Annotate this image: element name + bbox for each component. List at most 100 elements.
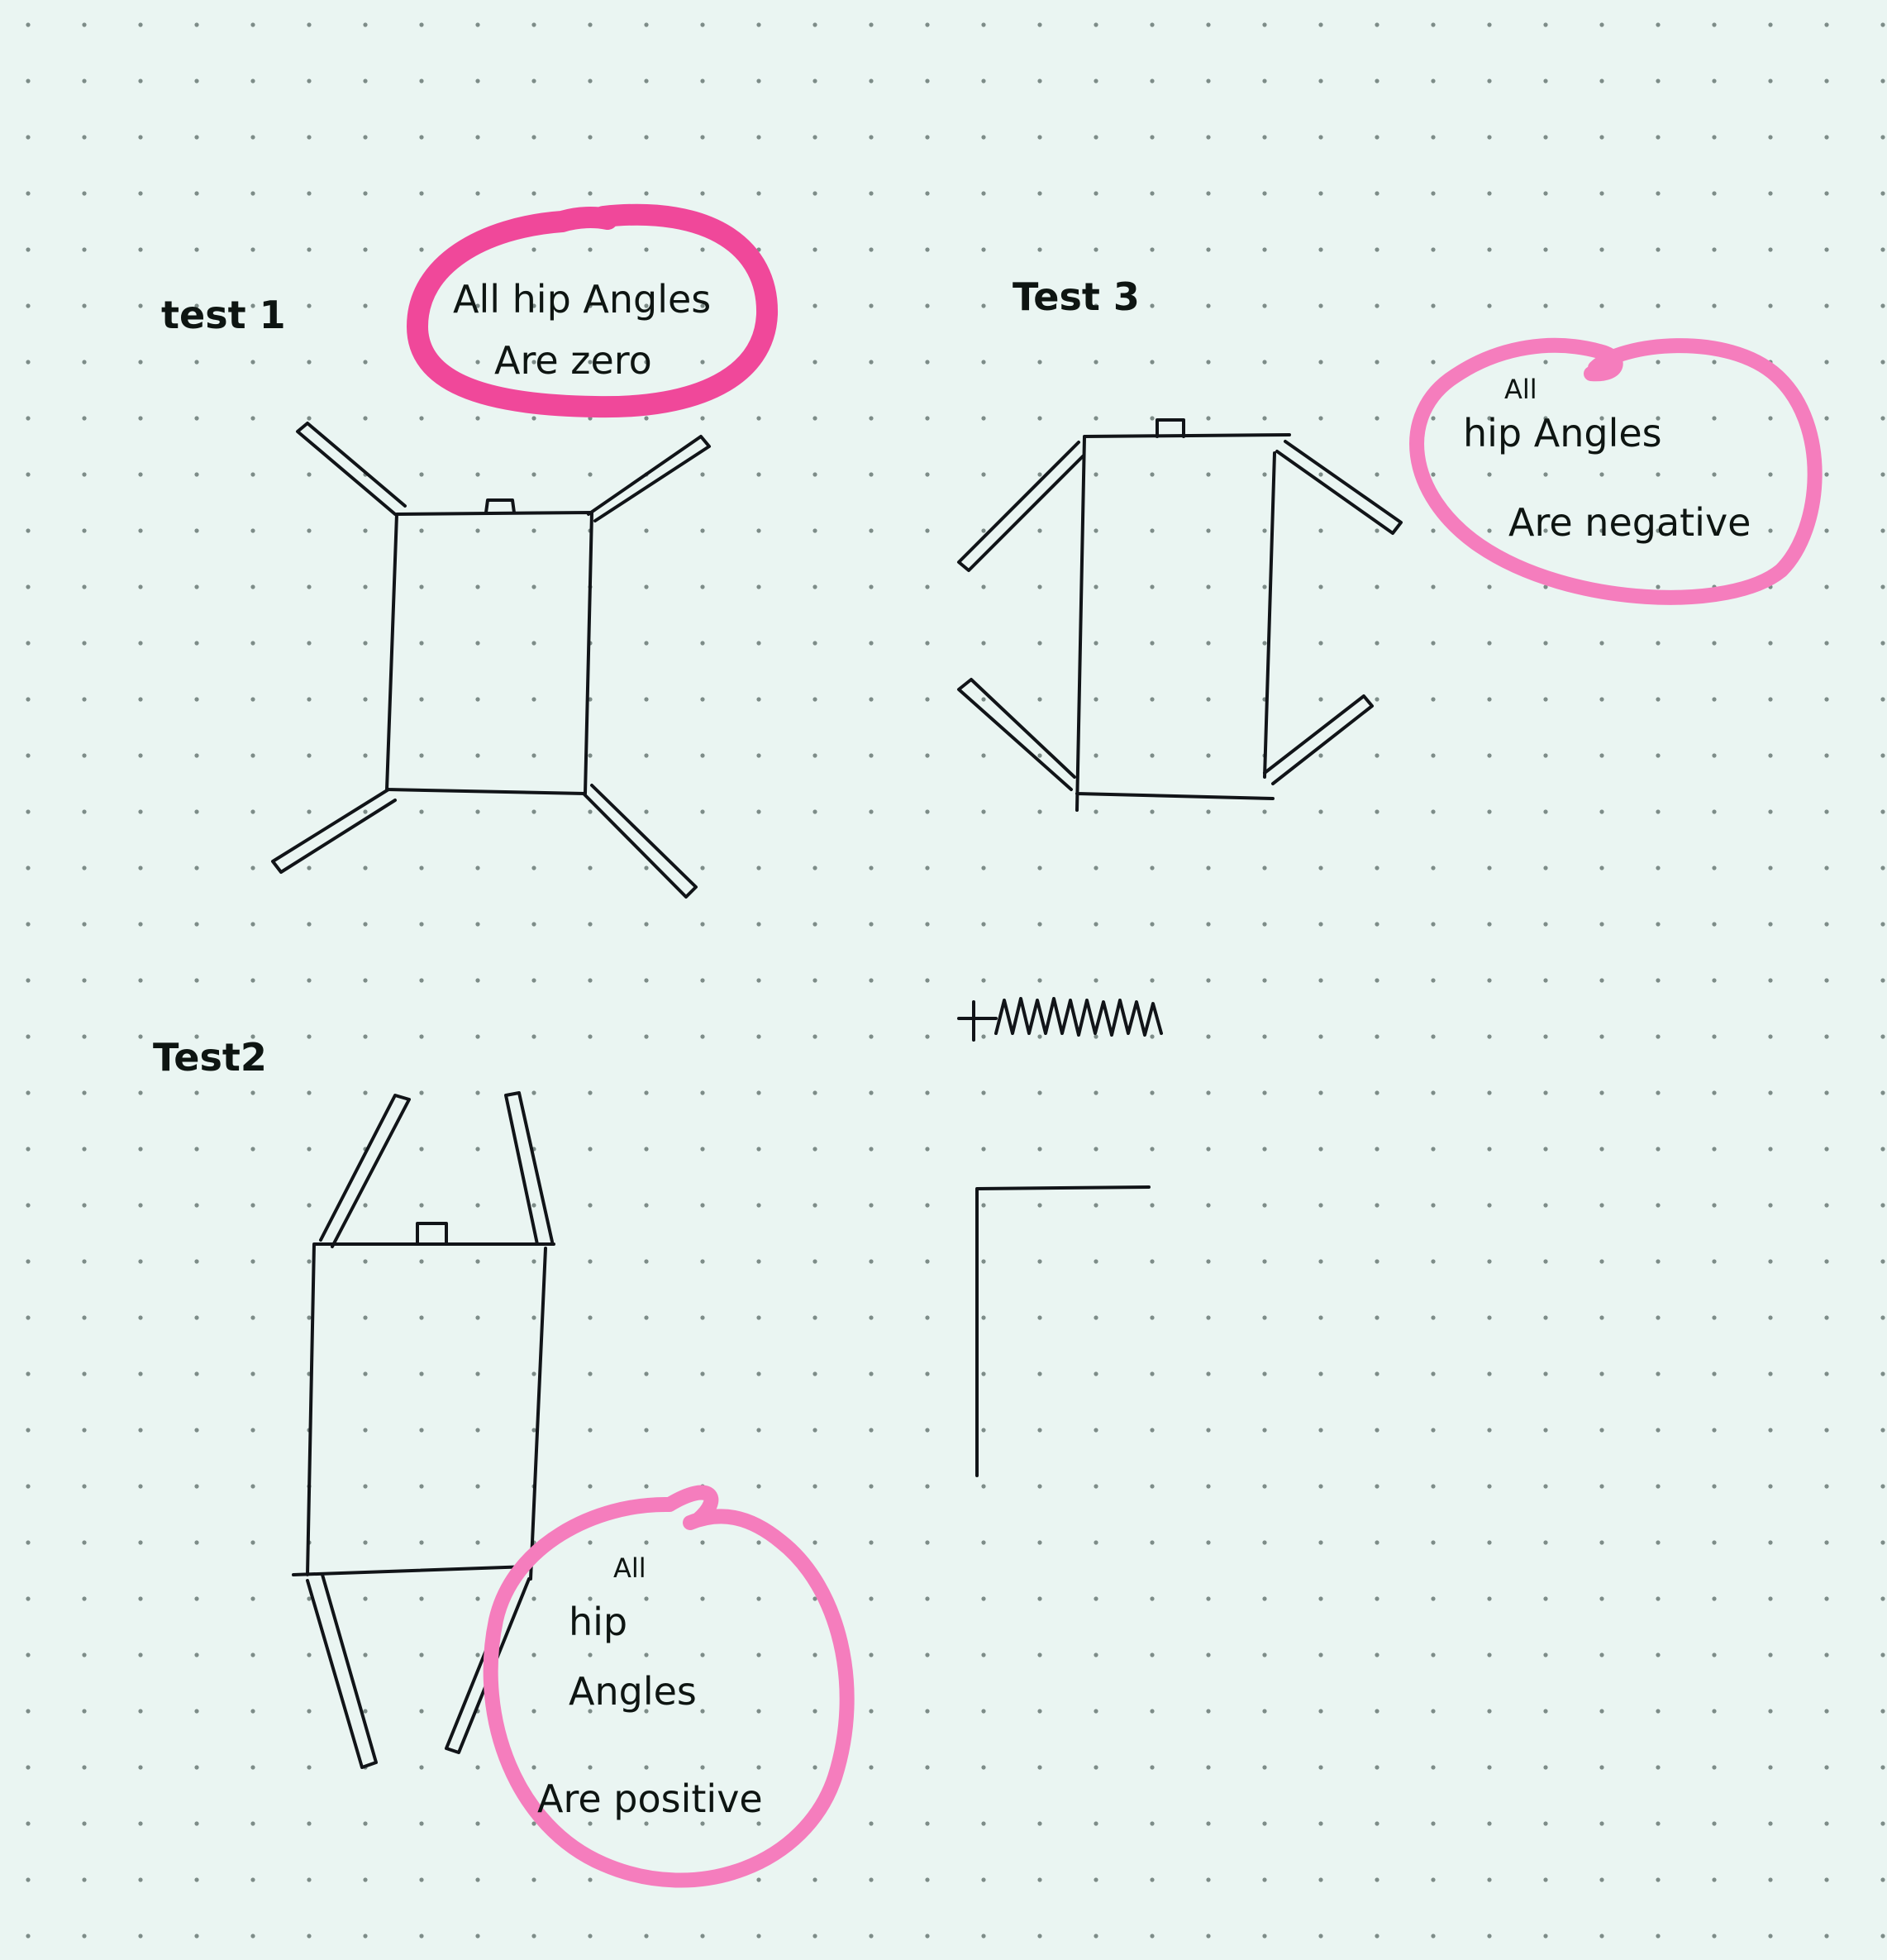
grid-dot xyxy=(1487,1652,1492,1657)
grid-dot xyxy=(1206,922,1211,927)
grid-dot xyxy=(1094,584,1098,589)
grid-dot xyxy=(1037,866,1042,870)
grid-dot xyxy=(588,79,593,83)
grid-dot xyxy=(1543,753,1548,758)
grid-dot xyxy=(1037,1821,1042,1826)
grid-dot xyxy=(1768,1203,1773,1208)
grid-dot xyxy=(82,1090,87,1095)
grid-dot xyxy=(1824,360,1829,365)
grid-dot xyxy=(1543,528,1548,533)
grid-dot xyxy=(419,866,424,870)
grid-dot xyxy=(1599,1428,1604,1433)
grid-dot xyxy=(1431,360,1436,365)
grid-dot xyxy=(419,1147,424,1152)
grid-dot xyxy=(363,1428,368,1433)
grid-dot xyxy=(307,22,312,27)
grid-dot xyxy=(644,1034,649,1039)
grid-dot xyxy=(531,809,536,814)
grid-dot xyxy=(531,1652,536,1657)
grid-dot xyxy=(1768,191,1773,196)
grid-dot xyxy=(1375,22,1380,27)
grid-dot xyxy=(644,1596,649,1601)
grid-dot xyxy=(1375,1540,1380,1545)
grid-dot xyxy=(1656,922,1661,927)
grid-dot xyxy=(1656,753,1661,758)
grid-dot xyxy=(1318,528,1323,533)
grid-dot xyxy=(363,191,368,196)
grid-dot xyxy=(644,247,649,252)
grid-dot xyxy=(1206,528,1211,533)
grid-dot xyxy=(1880,641,1885,646)
grid-dot xyxy=(1318,753,1323,758)
grid-dot xyxy=(1318,866,1323,870)
grid-dot xyxy=(250,360,255,365)
grid-dot xyxy=(981,360,986,365)
grid-dot xyxy=(1656,1484,1661,1489)
grid-dot xyxy=(1037,303,1042,308)
grid-dot xyxy=(1487,1821,1492,1826)
grid-dot xyxy=(1375,135,1380,140)
grid-dot xyxy=(1880,1259,1885,1264)
grid-dot xyxy=(531,1315,536,1320)
grid-dot xyxy=(1599,79,1604,83)
grid-dot xyxy=(1431,922,1436,927)
grid-dot xyxy=(1262,1821,1267,1826)
grid-dot xyxy=(138,1596,143,1601)
grid-dot xyxy=(1318,1147,1323,1152)
grid-dot xyxy=(1375,641,1380,646)
grid-dot xyxy=(756,1428,761,1433)
grid-dot xyxy=(1318,922,1323,927)
grid-dot xyxy=(1318,1821,1323,1826)
grid-dot xyxy=(250,922,255,927)
grid-dot xyxy=(1037,1315,1042,1320)
grid-dot xyxy=(1262,528,1267,533)
grid-dot xyxy=(82,641,87,646)
grid-dot xyxy=(925,922,930,927)
grid-dot xyxy=(250,1259,255,1264)
grid-dot xyxy=(250,22,255,27)
grid-dot xyxy=(1880,79,1885,83)
grid-dot xyxy=(138,1259,143,1264)
grid-dot xyxy=(1094,641,1098,646)
grid-dot xyxy=(250,978,255,983)
grid-dot xyxy=(981,135,986,140)
grid-dot xyxy=(1431,1709,1436,1714)
grid-dot xyxy=(644,922,649,927)
grid-dot xyxy=(1037,79,1042,83)
grid-dot xyxy=(26,472,31,477)
grid-dot xyxy=(981,1596,986,1601)
grid-dot xyxy=(588,1765,593,1770)
grid-dot xyxy=(82,1821,87,1826)
grid-dot xyxy=(756,697,761,702)
grid-dot xyxy=(138,753,143,758)
grid-dot xyxy=(644,1147,649,1152)
grid-dot xyxy=(1206,1428,1211,1433)
test2-head-marker xyxy=(416,1222,448,1246)
grid-dot xyxy=(1318,1484,1323,1489)
grid-dot xyxy=(588,1596,593,1601)
grid-dot xyxy=(1656,697,1661,702)
grid-dot xyxy=(1768,978,1773,983)
grid-dot xyxy=(1712,1934,1717,1939)
grid-dot xyxy=(644,641,649,646)
grid-dot xyxy=(1487,1147,1492,1152)
test2-leg-bottom-left xyxy=(306,1573,378,1769)
grid-dot xyxy=(531,1259,536,1264)
grid-dot xyxy=(1487,1596,1492,1601)
grid-dot xyxy=(1318,1428,1323,1433)
grid-dot xyxy=(194,1877,199,1882)
grid-dot xyxy=(1431,1371,1436,1376)
grid-dot xyxy=(981,79,986,83)
grid-dot xyxy=(1375,528,1380,533)
grid-dot xyxy=(1599,135,1604,140)
grid-dot xyxy=(1712,1090,1717,1095)
grid-dot xyxy=(475,1147,480,1152)
grid-dot xyxy=(82,978,87,983)
grid-dot xyxy=(250,416,255,421)
grid-dot xyxy=(925,472,930,477)
grid-dot xyxy=(1375,978,1380,983)
grid-dot xyxy=(250,1428,255,1433)
grid-dot xyxy=(1431,1428,1436,1433)
grid-dot xyxy=(1431,247,1436,252)
grid-dot xyxy=(250,528,255,533)
